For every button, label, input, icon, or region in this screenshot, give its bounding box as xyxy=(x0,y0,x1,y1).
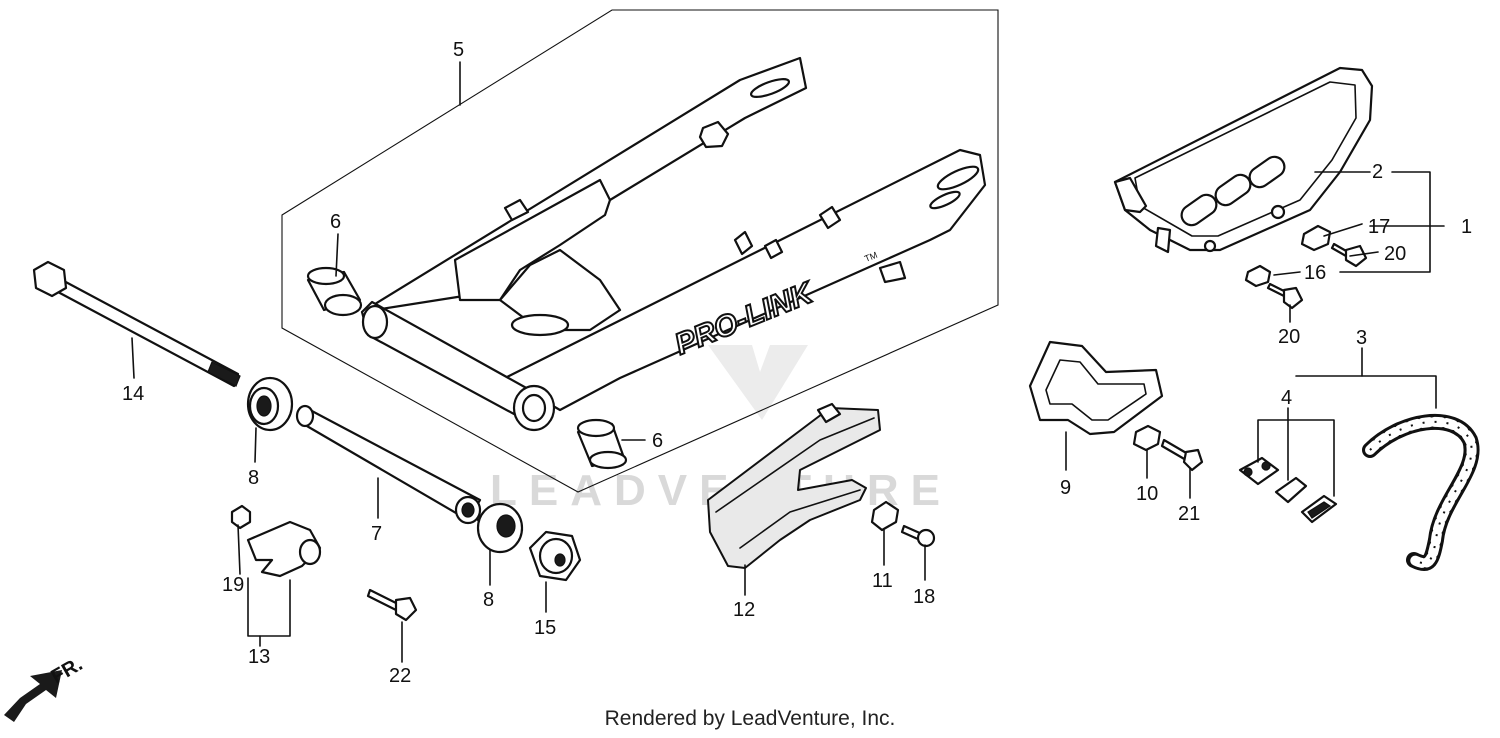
chain-slider[interactable] xyxy=(707,402,881,569)
footer-credit: Rendered by LeadVenture, Inc. xyxy=(604,707,896,730)
collar-11[interactable] xyxy=(870,500,900,532)
pivot-bushing-left[interactable] xyxy=(306,266,363,317)
swingarm[interactable]: PRO-LINK TM xyxy=(360,56,987,432)
front-direction-arrow: FR. xyxy=(4,653,86,722)
callout-4: 4 xyxy=(1281,387,1292,409)
leader-lines xyxy=(131,61,1445,663)
collar-17[interactable] xyxy=(1300,224,1332,252)
bolt-21[interactable] xyxy=(1160,438,1204,472)
master-link-plate[interactable] xyxy=(1274,476,1308,504)
pivot-nut[interactable] xyxy=(528,530,582,582)
chain-guide-13[interactable] xyxy=(246,520,322,578)
callout-18: 18 xyxy=(913,586,935,608)
callout-2: 2 xyxy=(1372,161,1383,183)
callout-22: 22 xyxy=(389,665,411,687)
master-link-joint[interactable] xyxy=(1238,456,1280,486)
chain-guide-slider-9[interactable] xyxy=(1028,340,1164,436)
callout-15: 15 xyxy=(534,617,556,639)
callout-16: 16 xyxy=(1304,262,1326,284)
bolt-22[interactable] xyxy=(366,588,418,622)
collar-16[interactable] xyxy=(1244,264,1272,288)
callout-6-left: 6 xyxy=(330,211,341,233)
pivot-bolt[interactable] xyxy=(32,260,241,388)
chain-case[interactable] xyxy=(1113,66,1374,254)
collar-10[interactable] xyxy=(1132,424,1162,452)
dust-seal-left[interactable] xyxy=(246,376,294,432)
dust-seal-right[interactable] xyxy=(476,502,524,554)
trademark-mark: TM xyxy=(863,250,879,264)
callout-19: 19 xyxy=(222,574,244,596)
callout-20-upper: 20 xyxy=(1384,243,1406,265)
callout-10: 10 xyxy=(1136,483,1158,505)
swingarm-group-outline xyxy=(281,9,999,493)
callout-13: 13 xyxy=(248,646,270,668)
callout-12: 12 xyxy=(733,599,755,621)
callout-8-left: 8 xyxy=(248,467,259,489)
master-link-clip[interactable] xyxy=(1300,494,1338,524)
callout-6-right: 6 xyxy=(652,430,663,452)
callout-5: 5 xyxy=(453,39,464,61)
callout-9: 9 xyxy=(1060,477,1071,499)
screw-18[interactable] xyxy=(900,524,936,548)
callout-3: 3 xyxy=(1356,327,1367,349)
callout-numbers: 1 2 3 4 5 6 6 7 8 8 9 10 11 12 13 14 15 … xyxy=(122,39,1472,687)
pivot-collar[interactable] xyxy=(295,404,482,525)
drive-chain[interactable] xyxy=(1362,413,1480,571)
pivot-bushing-right[interactable] xyxy=(576,418,628,470)
callout-20-lower: 20 xyxy=(1278,326,1300,348)
callout-17: 17 xyxy=(1368,216,1390,238)
callout-7: 7 xyxy=(371,523,382,545)
bolt-20-lower[interactable] xyxy=(1266,282,1304,310)
bolt-20-upper[interactable] xyxy=(1330,242,1368,268)
callout-8-right: 8 xyxy=(483,589,494,611)
nut-19[interactable] xyxy=(230,504,252,530)
callout-14: 14 xyxy=(122,383,144,405)
callout-21: 21 xyxy=(1178,503,1200,525)
callout-1: 1 xyxy=(1461,216,1472,238)
callout-11: 11 xyxy=(872,570,893,592)
